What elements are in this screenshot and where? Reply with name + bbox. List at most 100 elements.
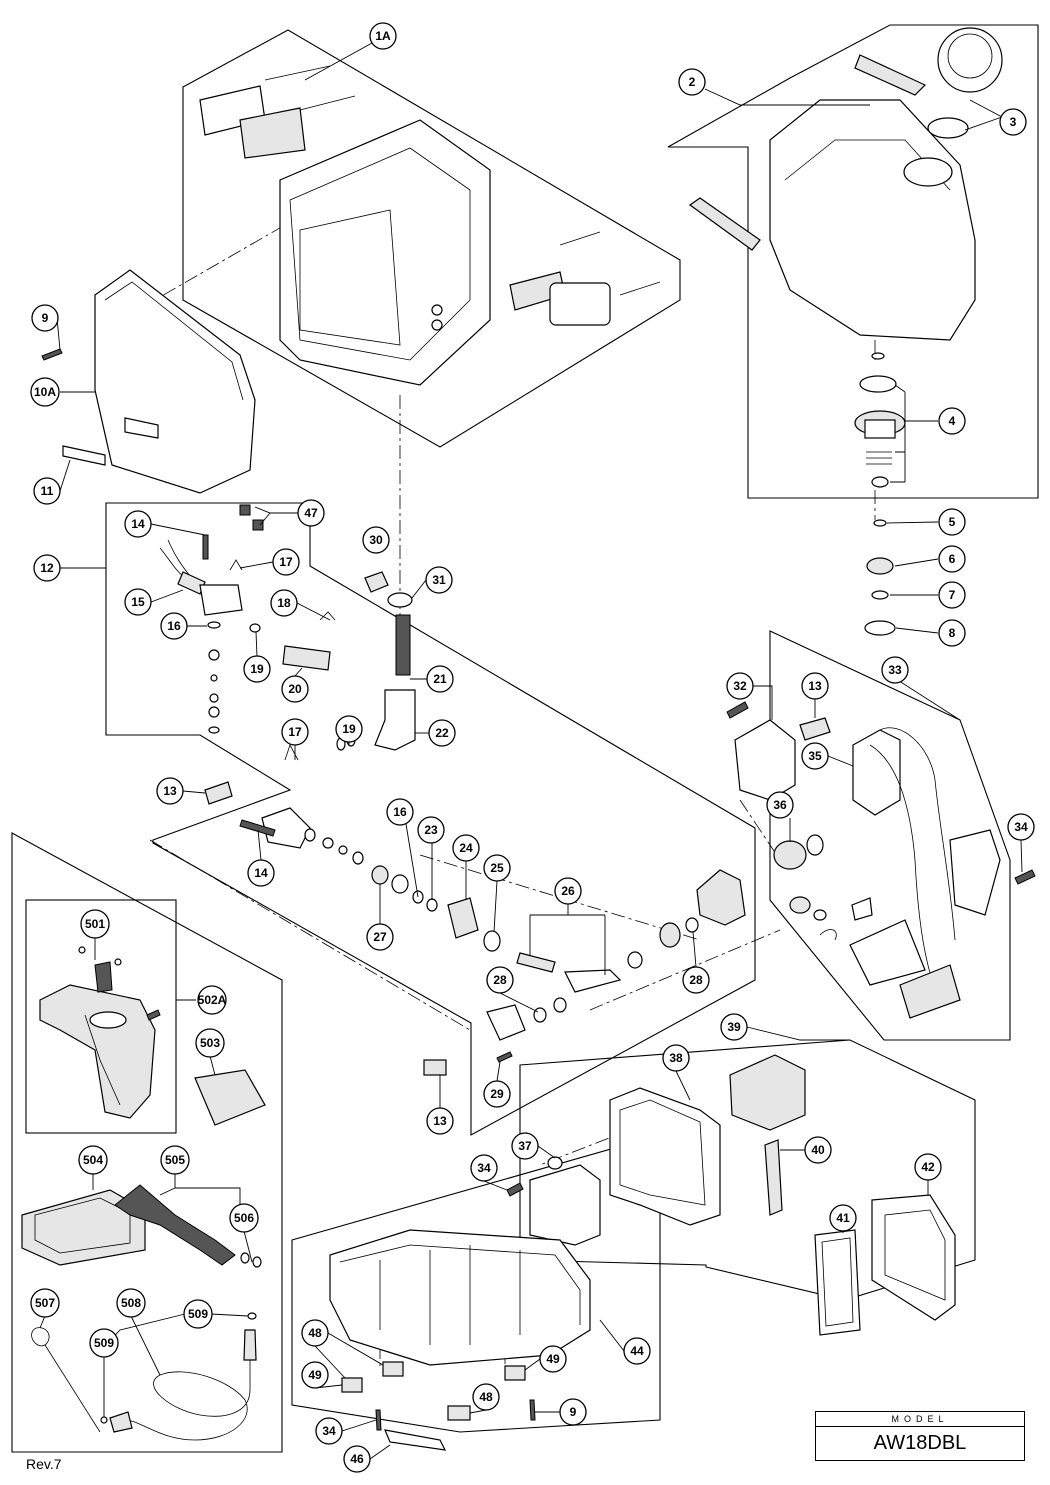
callout-circle: [124, 588, 152, 616]
callout-13: 13: [426, 1107, 454, 1135]
callout-506: 506: [229, 1203, 259, 1233]
callout-38: 38: [662, 1044, 690, 1072]
callout-number: 29: [490, 1087, 504, 1101]
callout-circle: [483, 854, 511, 882]
callout-circle: [89, 1328, 119, 1358]
callout-circle: [483, 1080, 511, 1108]
callout-number: 28: [689, 973, 703, 987]
callout-22: 22: [428, 719, 456, 747]
callout-23: 23: [417, 816, 445, 844]
callout-16: 16: [386, 798, 414, 826]
callout-49: 49: [539, 1345, 567, 1373]
callout-501: 501: [80, 909, 110, 939]
callout-circle: [486, 966, 514, 994]
callout-circle: [881, 656, 909, 684]
callout-circle: [335, 715, 363, 743]
callout-number: 25: [490, 861, 504, 875]
callout-circle: [428, 719, 456, 747]
frame-501-gun-set: [11, 832, 283, 1453]
callout-number: 22: [435, 726, 449, 740]
callout-6: 6: [938, 545, 966, 573]
cap-gasket: [927, 117, 969, 139]
callout-21: 21: [426, 665, 454, 693]
hose-strap: [688, 197, 761, 251]
callout-circle: [426, 665, 454, 693]
callout-number: 501: [85, 917, 105, 931]
callout-4: 4: [938, 407, 966, 435]
frame-502a-gun-inset: [25, 899, 177, 1134]
callout-1a: 1A: [369, 22, 397, 50]
callout-30: 30: [362, 526, 390, 554]
callout-41: 41: [829, 1204, 857, 1232]
callout-number: 24: [459, 841, 473, 855]
piston-26: [516, 952, 556, 973]
callout-502a: 502A: [197, 985, 227, 1015]
callout-circle: [804, 1136, 832, 1164]
tank-cap: [937, 27, 1003, 93]
pump-head-29: [486, 1004, 526, 1041]
callout-circle: [247, 859, 275, 887]
charger-504: [21, 1189, 146, 1266]
callout-number: 10A: [34, 385, 56, 399]
callout-circle: [281, 718, 309, 746]
callout-number: 17: [288, 725, 302, 739]
gun-set-parts: [21, 946, 266, 1441]
callout-15: 15: [124, 588, 152, 616]
motor-bracket-32: [734, 719, 796, 801]
callout-34: 34: [470, 1154, 498, 1182]
frame-44-base: [291, 1134, 661, 1433]
callout-number: 9: [570, 1405, 577, 1419]
callout-35: 35: [801, 742, 829, 770]
callout-40: 40: [804, 1136, 832, 1164]
callout-number: 30: [369, 533, 383, 547]
motor-cover-34: [949, 829, 1001, 916]
callout-31: 31: [425, 566, 453, 594]
foot-48-upper: [382, 1361, 404, 1377]
callout-circle: [297, 499, 325, 527]
callout-number: 13: [433, 1114, 447, 1128]
callout-number: 508: [121, 1296, 141, 1310]
callout-circle: [938, 619, 966, 647]
callout-27: 27: [366, 923, 394, 951]
callout-number: 502A: [198, 993, 227, 1007]
callout-39: 39: [720, 1013, 748, 1041]
door-42: [871, 1194, 956, 1321]
battery-39: [729, 1054, 806, 1131]
callout-number: 505: [165, 1153, 185, 1167]
callout-509: 509: [89, 1328, 119, 1358]
callout-circle: [30, 1288, 60, 1318]
callout-number: 3: [1010, 115, 1017, 129]
callout-number: 49: [308, 1368, 322, 1382]
callout-47: 47: [297, 499, 325, 527]
label-46: [384, 1429, 447, 1451]
callout-504: 504: [78, 1145, 108, 1175]
tank-parts: [688, 27, 1003, 636]
battery-case-parts: [506, 1054, 956, 1336]
callout-circle: [938, 545, 966, 573]
callout-circle: [726, 672, 754, 700]
callout-507: 507: [30, 1288, 60, 1318]
leader-lines: [39, 42, 1023, 1460]
callout-49: 49: [301, 1361, 329, 1389]
callout-circle: [766, 791, 794, 819]
callout-number: 20: [288, 682, 302, 696]
callout-19: 19: [335, 715, 363, 743]
callout-14: 14: [247, 859, 275, 887]
callout-circle: [195, 1028, 225, 1058]
callout-number: 13: [808, 679, 822, 693]
callout-number: 5: [949, 515, 956, 529]
callout-number: 47: [304, 506, 318, 520]
callout-number: 2: [689, 75, 696, 89]
screw-9: [41, 348, 63, 361]
bolt-14: [239, 819, 276, 837]
callout-circle: [33, 554, 61, 582]
callout-number: 8: [949, 626, 956, 640]
callout-circle: [160, 612, 188, 640]
gear-case: [696, 869, 746, 926]
callout-circle: [539, 1345, 567, 1373]
callout-19: 19: [243, 655, 271, 683]
callout-505: 505: [160, 1145, 190, 1175]
callout-number: 34: [477, 1161, 491, 1175]
base-parts: [329, 1229, 591, 1451]
